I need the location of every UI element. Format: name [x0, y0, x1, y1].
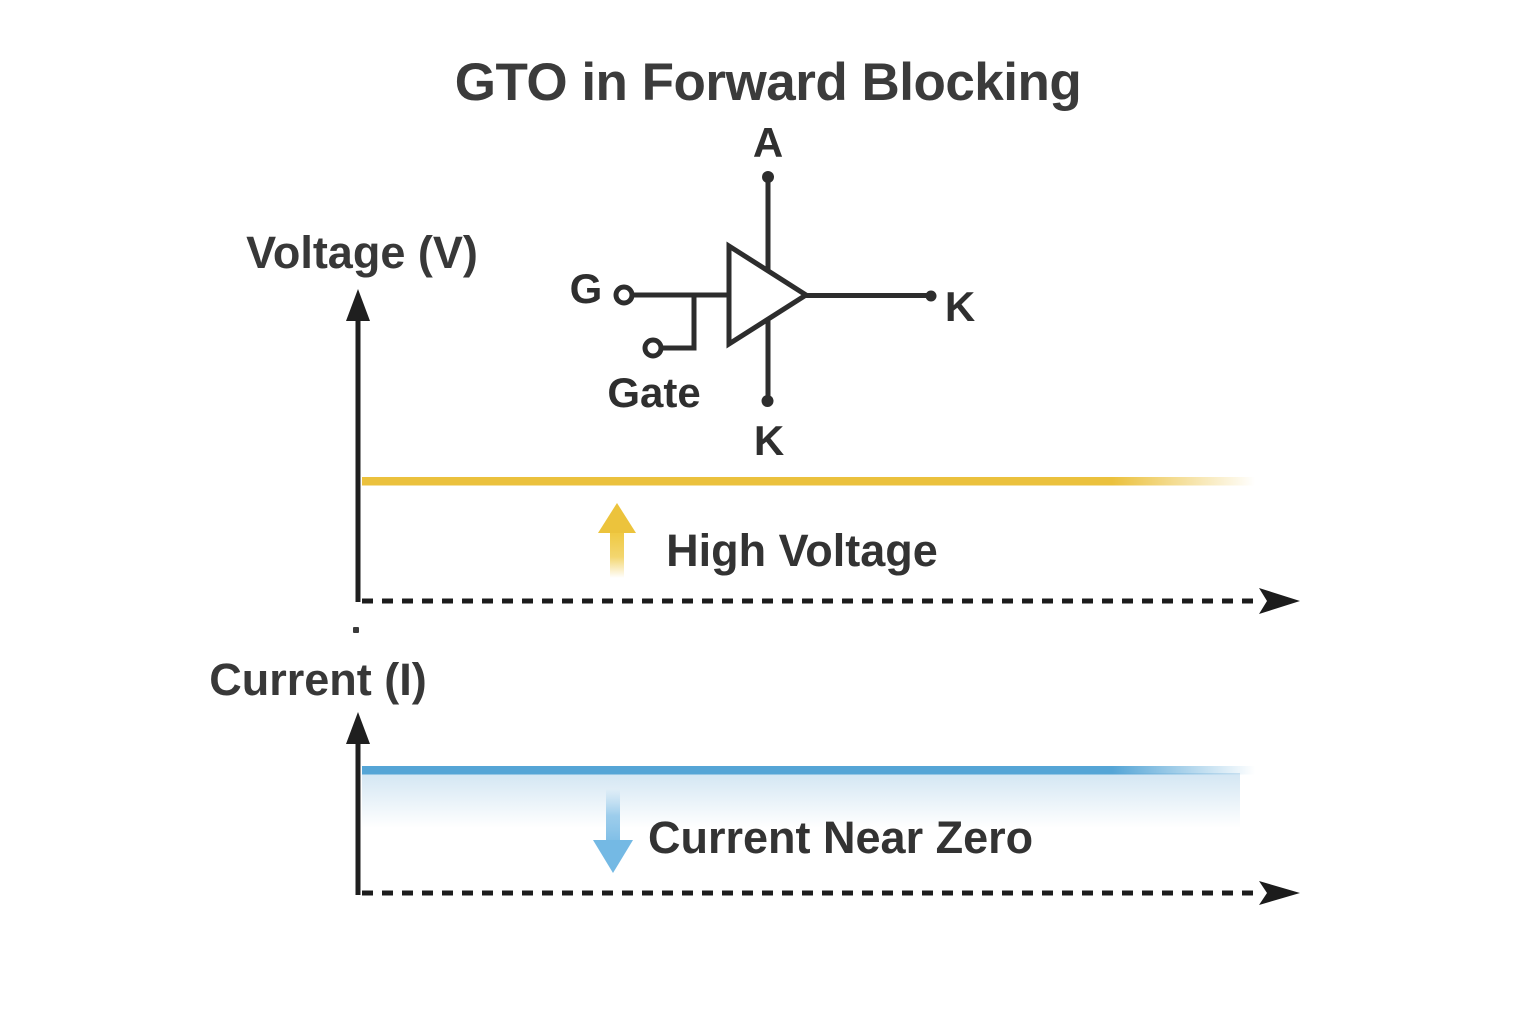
current-down-arrow-icon — [593, 789, 633, 873]
current-x-axis-arrow-icon — [1259, 881, 1300, 905]
cathode-bottom-label: K — [753, 417, 785, 464]
gate-label: Gate — [607, 369, 701, 416]
anode-terminal-dot — [762, 171, 774, 183]
diagram-title: GTO in Forward Blocking — [454, 53, 1082, 112]
high-voltage-up-arrow-icon — [598, 503, 636, 578]
cathode-right-label: K — [944, 283, 976, 330]
voltage-x-axis-arrow-icon — [1259, 588, 1300, 614]
cathode-bottom-terminal-dot — [761, 395, 774, 407]
voltage-axis-label: Voltage (V) — [246, 227, 478, 278]
high-voltage-line — [362, 477, 1255, 486]
gto-symbol — [613, 171, 937, 407]
voltage-trace — [362, 477, 1255, 486]
current-trace — [362, 766, 1255, 828]
current-axis-label: Current (I) — [209, 654, 427, 705]
gate-open-terminal — [613, 284, 635, 306]
gate-branch-open-terminal — [642, 337, 664, 359]
current-near-zero-line — [362, 766, 1255, 775]
gate-letter-label: G — [569, 265, 603, 312]
axis-artifact-dot — [353, 627, 359, 633]
current-line-glow — [362, 773, 1240, 828]
current-near-zero-annotation: Current Near Zero — [648, 812, 1034, 863]
current-plot-axes — [346, 712, 1300, 905]
voltage-plot-axes — [346, 289, 1300, 633]
current-y-axis-arrow-icon — [346, 712, 370, 744]
anode-label: A — [752, 119, 784, 166]
high-voltage-annotation: High Voltage — [666, 525, 938, 576]
gate-branch-wire — [661, 295, 697, 351]
voltage-y-axis-arrow-icon — [346, 289, 370, 321]
cathode-right-terminal-dot — [925, 290, 937, 302]
